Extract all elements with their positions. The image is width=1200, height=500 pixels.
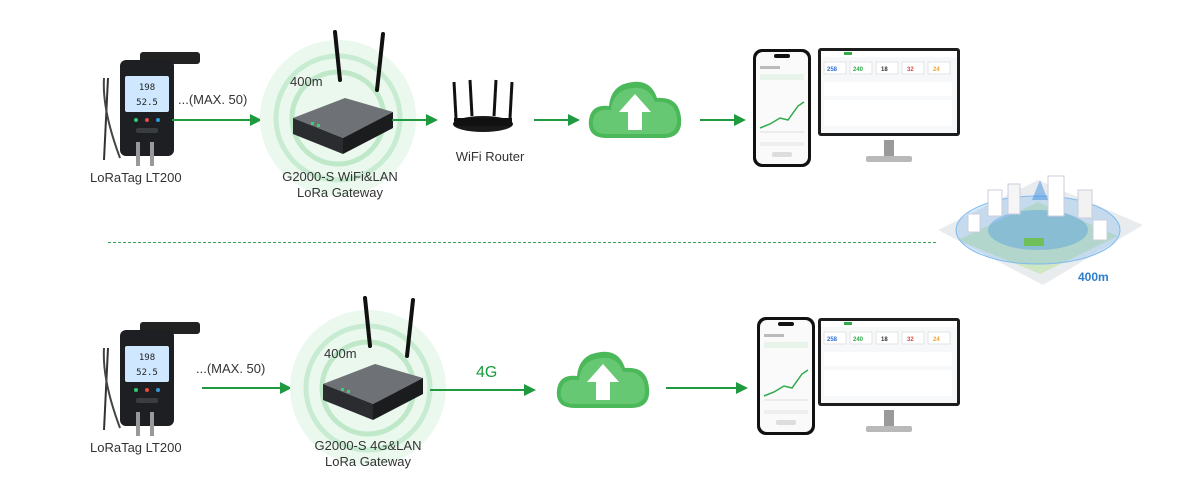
phone-app-preview	[752, 48, 812, 168]
svg-text:52.5: 52.5	[136, 368, 158, 378]
svg-text:52.5: 52.5	[136, 98, 158, 108]
arrow-gateway-to-router	[392, 112, 438, 128]
cloud-upload-icon	[585, 68, 685, 142]
arrow-logger-to-gateway	[172, 112, 262, 128]
logger-label: LoRaTag LT200	[90, 170, 182, 185]
tile-value-1: 258	[827, 67, 838, 73]
coverage-range-label: 400m	[1078, 270, 1109, 284]
gateway-label-line1: G2000-S 4G&LAN	[314, 438, 422, 453]
coverage-map-illustration: 400m	[928, 150, 1148, 290]
arrow-logger-to-gateway	[202, 380, 292, 396]
phone-app-preview	[756, 316, 816, 436]
svg-text:258: 258	[827, 337, 838, 343]
gateway-label-line1: G2000-S WiFi&LAN	[282, 169, 398, 184]
svg-text:18: 18	[881, 337, 888, 343]
logger-device: 198 52.5	[98, 50, 203, 170]
gateway-label-line2: LoRa Gateway	[325, 454, 411, 469]
svg-text:24: 24	[933, 67, 940, 73]
svg-text:24: 24	[933, 337, 940, 343]
svg-text:240: 240	[853, 337, 864, 343]
logger-label: LoRaTag LT200	[90, 440, 182, 455]
gateway-device	[285, 30, 395, 160]
arrow-cloud-to-screens	[700, 112, 746, 128]
row-4g: 198 52.5 LoRaTag LT200 ...(MAX. 50)	[0, 250, 1200, 490]
arrow-cloud-to-screens	[666, 380, 748, 396]
arrow-router-to-cloud	[534, 112, 580, 128]
gateway-range-label: 400m	[290, 74, 323, 89]
svg-text:240: 240	[853, 67, 864, 73]
wifi-router-icon	[448, 78, 518, 138]
cloud-upload-icon	[553, 338, 653, 412]
max-label: ...(MAX. 50)	[196, 361, 266, 376]
router-label: WiFi Router	[455, 149, 525, 164]
section-divider	[108, 242, 936, 243]
gateway-label-line2: LoRa Gateway	[297, 185, 383, 200]
svg-text:32: 32	[907, 67, 914, 73]
arrow-gateway-to-cloud	[430, 382, 536, 398]
link-4g-label: 4G	[476, 364, 498, 381]
monitor-dashboard-preview: 258 240 18 32 24	[818, 48, 960, 166]
row-wifi: 198 52.5 LoRaTag LT200 ...(MAX. 50)	[0, 0, 1200, 240]
svg-text:32: 32	[907, 337, 914, 343]
monitor-dashboard-preview: 258 240 18 32 24	[818, 318, 960, 436]
svg-text:198: 198	[139, 353, 155, 363]
max-label: ...(MAX. 50)	[178, 92, 248, 107]
logger-device: 198 52.5	[98, 320, 203, 440]
gateway-range-label: 400m	[324, 346, 357, 361]
gateway-device	[315, 296, 425, 426]
svg-text:198: 198	[139, 83, 155, 93]
svg-text:18: 18	[881, 67, 888, 73]
